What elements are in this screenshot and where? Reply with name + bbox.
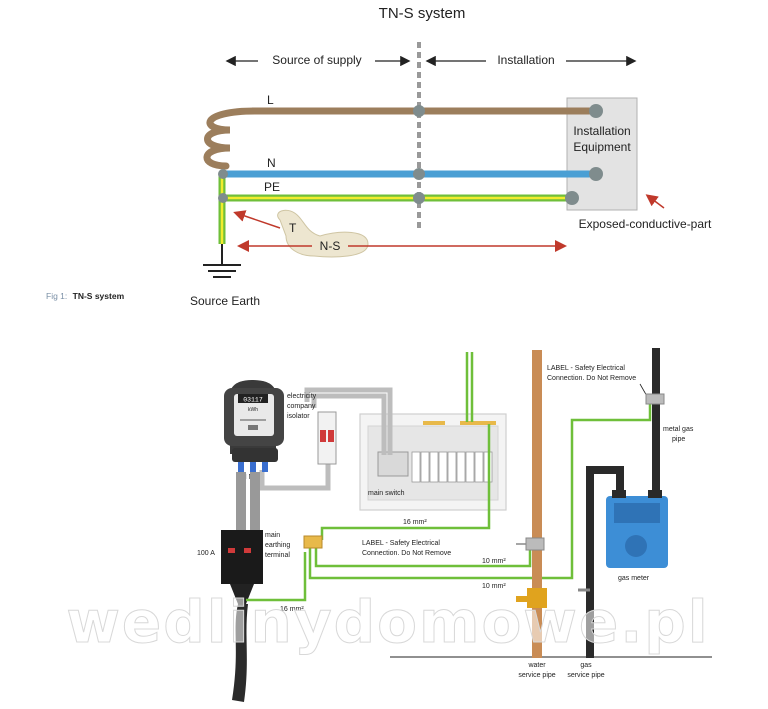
cable-size-16b: 16 mm² xyxy=(280,606,304,613)
water-earth-clamp xyxy=(525,537,545,551)
installation-equipment-box xyxy=(566,97,638,211)
metal-gas-pipe xyxy=(652,348,660,494)
service-cable xyxy=(232,604,248,702)
label-NS: N-S xyxy=(320,239,341,253)
water-label-1: water xyxy=(527,662,546,669)
cable-size-10b: 10 mm² xyxy=(482,583,506,590)
t-arrow xyxy=(233,210,281,229)
label-top-2: Connection. Do Not Remove xyxy=(547,375,636,382)
diagram-title: TN-S system xyxy=(379,5,466,22)
gas-meter xyxy=(606,490,668,568)
installation-span: Installation xyxy=(425,53,637,67)
junction-dots xyxy=(218,104,603,205)
label-top-1: LABEL - Safety Electrical xyxy=(547,365,625,372)
watermark: wedlinydomowe.pl xyxy=(66,588,709,656)
source-earth-label: Source Earth xyxy=(190,294,260,308)
exposed-part-arrow xyxy=(645,194,665,209)
earth-cables xyxy=(246,352,652,602)
met-label-1: main xyxy=(265,532,280,539)
label-PE: PE xyxy=(264,180,280,194)
cable-size-16a: 16 mm² xyxy=(403,519,427,526)
supply-cables xyxy=(259,387,393,491)
isolator-label-1: electricity xyxy=(287,393,317,400)
equipment-label-2: Equipment xyxy=(573,140,631,154)
earthing-system-blob xyxy=(277,209,369,258)
water-label-2: service pipe xyxy=(518,672,555,679)
gas-label-1: gas xyxy=(580,662,592,669)
pe-conductor xyxy=(218,172,574,244)
metal-gas-label-2: pipe xyxy=(672,436,685,443)
water-stopcock-icon xyxy=(516,588,547,608)
gas-earth-clamp xyxy=(645,393,665,405)
transformer-coil xyxy=(203,107,259,170)
label-L: L xyxy=(267,93,274,107)
label-middle-2: Connection. Do Not Remove xyxy=(362,550,451,557)
gas-label-2: service pipe xyxy=(567,672,604,679)
metal-gas-label-1: metal gas xyxy=(663,426,694,433)
meter-unit: kWh xyxy=(248,407,258,413)
exposed-part-label: Exposed-conductive-part xyxy=(579,217,712,231)
met-label-3: terminal xyxy=(265,552,290,559)
earth-symbol-icon xyxy=(203,244,241,278)
label-N: N xyxy=(267,156,276,170)
electricity-meter: 03117 kWh xyxy=(224,380,284,472)
service-cutout xyxy=(221,472,263,604)
main-switch-label: main switch xyxy=(368,490,405,497)
source-of-supply-label: Source of supply xyxy=(272,53,361,67)
meter-reading: 03117 xyxy=(243,397,263,404)
isolator-label-3: isolator xyxy=(287,413,310,420)
equipment-label-1: Installation xyxy=(573,124,630,138)
main-earthing-terminal xyxy=(303,535,323,549)
fuse-rating: 100 A xyxy=(197,550,215,557)
met-label-2: earthing xyxy=(265,542,290,549)
meter-terminals: L N N E xyxy=(236,474,261,481)
figure-caption: Fig 1: TN-S system xyxy=(46,291,125,301)
figure-number: Fig 1: xyxy=(46,291,67,301)
isolator-label-2: company xyxy=(287,403,316,410)
label-T: T xyxy=(289,221,297,235)
water-service-pipe xyxy=(532,350,542,658)
company-isolator xyxy=(317,411,337,465)
figure-title: TN-S system xyxy=(73,291,125,301)
installation-label: Installation xyxy=(497,53,554,67)
gas-service-pipe xyxy=(586,466,624,658)
gas-meter-label: gas meter xyxy=(618,575,650,582)
cable-size-10a: 10 mm² xyxy=(482,558,506,565)
source-of-supply-span: Source of supply xyxy=(225,53,411,67)
label-middle-1: LABEL - Safety Electrical xyxy=(362,540,440,547)
